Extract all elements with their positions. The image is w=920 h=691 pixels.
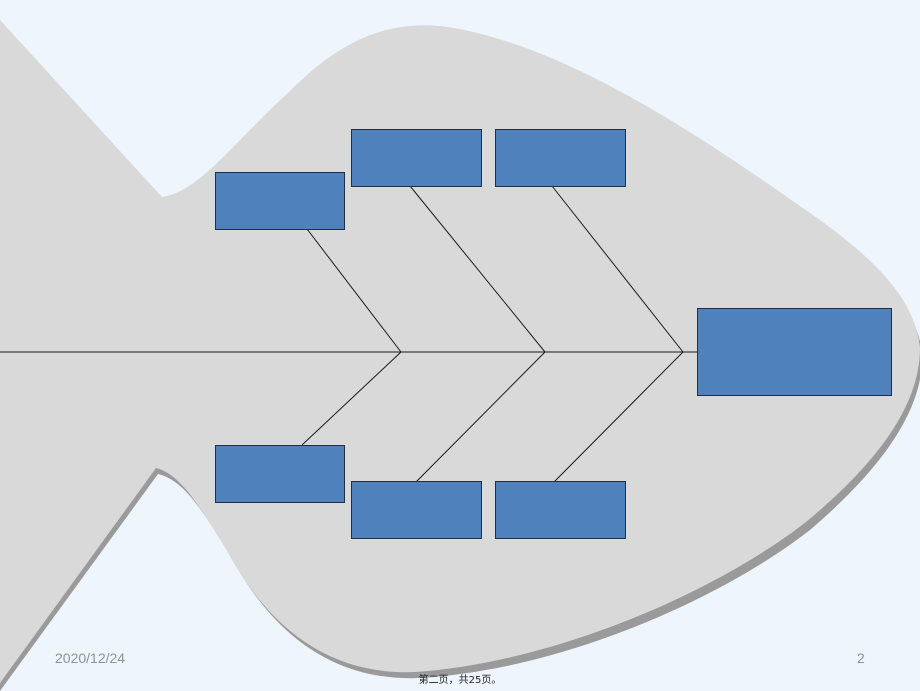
cause-box-top-middle[interactable] bbox=[351, 129, 482, 187]
bone-lower-2 bbox=[415, 351, 546, 483]
cause-box-bottom-middle[interactable] bbox=[351, 481, 482, 539]
cause-box-bottom-right[interactable] bbox=[495, 481, 626, 539]
footer-caption: 第二页，共25页。 bbox=[418, 675, 502, 686]
effect-box-head[interactable] bbox=[697, 308, 892, 396]
footer-page-number: 2 bbox=[857, 650, 865, 666]
bone-upper-3 bbox=[551, 185, 684, 353]
bone-upper-2 bbox=[409, 185, 546, 353]
bone-lower-3 bbox=[553, 351, 684, 483]
footer-date: 2020/12/24 bbox=[55, 650, 126, 666]
bone-upper-1 bbox=[306, 228, 402, 353]
bone-lower-1 bbox=[301, 351, 402, 446]
cause-box-top-right[interactable] bbox=[495, 129, 626, 187]
cause-box-bottom-left[interactable] bbox=[215, 445, 345, 503]
cause-box-top-left[interactable] bbox=[215, 172, 345, 230]
